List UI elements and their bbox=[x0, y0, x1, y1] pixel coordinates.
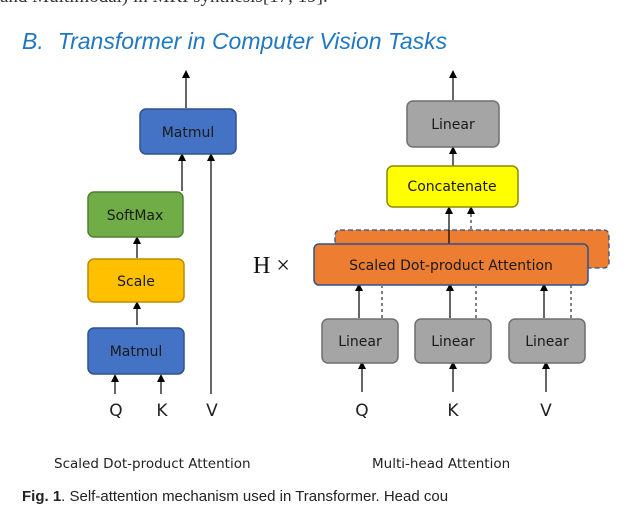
left-diagram-caption: Scaled Dot-product Attention bbox=[54, 456, 251, 472]
linear-box-q: Linear bbox=[321, 318, 399, 364]
linear-top-box: Linear bbox=[406, 100, 500, 148]
linear-box-v: Linear bbox=[508, 318, 586, 364]
attention-label: Scaled Dot-product Attention bbox=[349, 258, 553, 274]
scaled-dot-product-diagram: Matmul SoftMax Scale Matmul Q K V bbox=[87, 70, 237, 421]
input-q-left: Q bbox=[109, 401, 122, 421]
right-diagram-caption: Multi-head Attention bbox=[372, 456, 511, 472]
h-times-label: H × bbox=[253, 253, 290, 279]
scale-box: Scale bbox=[87, 258, 185, 303]
linear-box-k: Linear bbox=[414, 318, 492, 364]
matmul-top-label: Matmul bbox=[162, 125, 215, 141]
scale-label: Scale bbox=[117, 274, 155, 290]
section-number: B. bbox=[22, 28, 44, 54]
attention-front-box: Scaled Dot-product Attention bbox=[313, 243, 589, 286]
multi-head-diagram: Linear Concatenate Scaled Dot-product At… bbox=[253, 70, 610, 421]
linear-top-label: Linear bbox=[431, 117, 475, 133]
matmul-bottom-label: Matmul bbox=[110, 344, 163, 360]
softmax-label: SoftMax bbox=[107, 208, 164, 224]
input-q-right: Q bbox=[355, 401, 368, 421]
figure-caption-text: . Self-attention mechanism used in Trans… bbox=[61, 488, 449, 505]
matmul-bottom-box: Matmul bbox=[87, 327, 185, 375]
input-v-left: V bbox=[206, 401, 218, 421]
linear-q-label: Linear bbox=[338, 334, 382, 350]
input-k-left: K bbox=[156, 401, 168, 421]
figure-label: Fig. 1 bbox=[22, 488, 62, 505]
linear-v-label: Linear bbox=[525, 334, 569, 350]
linear-k-label: Linear bbox=[431, 334, 475, 350]
matmul-top-box: Matmul bbox=[139, 108, 237, 155]
concatenate-label: Concatenate bbox=[407, 179, 496, 195]
concatenate-box: Concatenate bbox=[386, 165, 519, 208]
section-heading: B. Transformer in Computer Vision Tasks bbox=[22, 28, 447, 55]
input-v-right: V bbox=[540, 401, 552, 421]
softmax-box: SoftMax bbox=[87, 191, 184, 238]
section-title: Transformer in Computer Vision Tasks bbox=[57, 28, 448, 54]
preceding-paragraph-text: and Multimodal) in MRI synthesis[17, 19]… bbox=[0, 0, 640, 8]
input-k-right: K bbox=[447, 401, 459, 421]
figure-caption: Fig. 1. Self-attention mechanism used in… bbox=[22, 488, 640, 505]
